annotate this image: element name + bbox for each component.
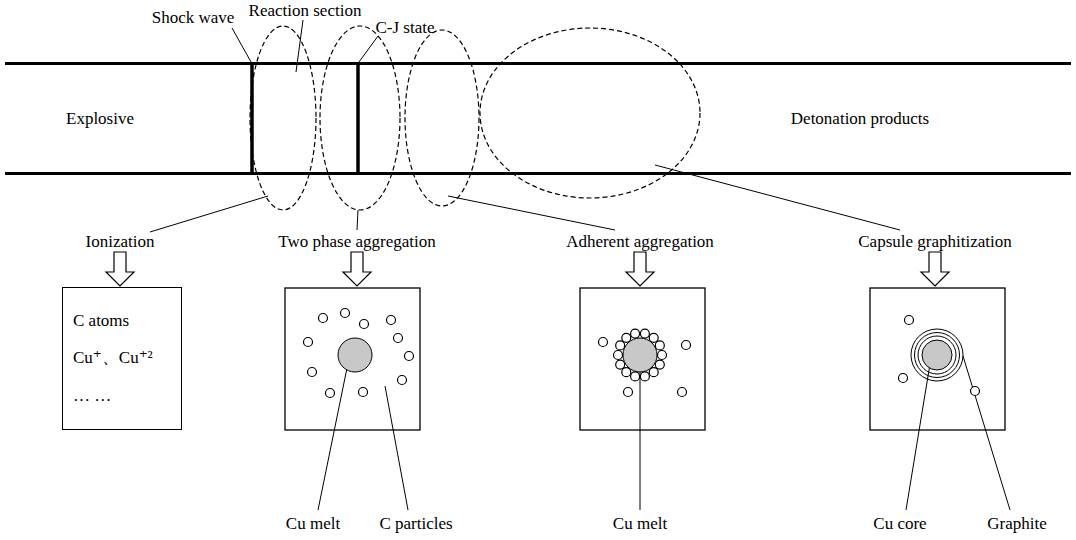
region-label: Explosive (66, 109, 134, 129)
leader-line (448, 196, 615, 230)
carbon-particle (622, 368, 631, 377)
hollow-arrow (921, 252, 949, 286)
cj-front (356, 63, 360, 174)
part-label: C-J state (375, 18, 434, 38)
hollow-arrow (626, 252, 654, 286)
graphite-shells (911, 329, 963, 381)
leader-line (318, 368, 347, 510)
cu-core (922, 340, 952, 370)
region-ellipse (405, 30, 479, 206)
carbon-particle (899, 374, 908, 383)
carbon-particle (341, 309, 350, 318)
graphite-shell (911, 329, 963, 381)
stage-box (870, 288, 1005, 430)
shock-front (250, 63, 254, 174)
graphite-shell (918, 336, 956, 374)
stage-box (285, 288, 420, 430)
explosive-tube: Explosive Detonation products (5, 62, 1071, 175)
region-label: Detonation products (791, 109, 929, 129)
carbon-particle (326, 389, 335, 398)
hollow-arrows (106, 252, 949, 286)
carbon-particle (649, 333, 658, 342)
carbon-particle (614, 351, 623, 360)
stage-label: Ionization (86, 232, 155, 252)
carbon-particle (360, 320, 369, 329)
graphite-shell (915, 333, 960, 378)
carbon-particle (682, 341, 691, 350)
carbon-particle (971, 387, 980, 396)
hollow-arrow (106, 252, 134, 286)
callout-label: C particles (379, 514, 452, 534)
leader-line (359, 36, 378, 62)
carbon-particle (398, 376, 407, 385)
carbon-particle (359, 388, 368, 397)
carbon-particle (631, 372, 640, 381)
stage-label: Capsule graphitization (858, 232, 1011, 252)
leader-line (963, 356, 1010, 510)
carbon-particle (387, 316, 396, 325)
stage-label: Adherent aggregation (566, 232, 714, 252)
callout-label: Cu melt (613, 514, 667, 534)
species-text: … … (73, 386, 171, 406)
dashed-regions (250, 26, 700, 210)
carbon-particle (304, 338, 313, 347)
carbon-particle (640, 329, 649, 338)
carbon-particle (640, 372, 649, 381)
carbon-particles (304, 309, 980, 398)
stage-label: Two phase aggregation (278, 232, 435, 252)
stage-boxes (285, 288, 1005, 430)
part-label: Shock wave (152, 8, 235, 28)
stage-box (580, 288, 705, 430)
hollow-arrow (343, 252, 371, 286)
carbon-particle (599, 338, 608, 347)
carbon-particle (649, 368, 658, 377)
carbon-particle (405, 352, 414, 361)
leader-line (385, 386, 408, 510)
leader-line (357, 210, 358, 230)
species-text: Cu⁺、Cu⁺² (73, 348, 171, 368)
carbon-particle (616, 360, 625, 369)
carbon-particle (319, 314, 328, 323)
part-label: Reaction section (249, 1, 362, 21)
leader-line (906, 364, 930, 510)
region-ellipse (320, 26, 400, 210)
ionization-box: C atomsCu⁺、Cu⁺² … … (62, 287, 182, 430)
callout-label: Cu core (873, 514, 926, 534)
callout-label: Cu melt (286, 514, 340, 534)
cu-melt-droplet (623, 338, 657, 372)
callout-label: Graphite (987, 514, 1046, 534)
region-ellipse (250, 26, 316, 210)
carbon-particle (622, 333, 631, 342)
carbon-particle (658, 351, 667, 360)
carbon-particle (655, 341, 664, 350)
carbon-particle (394, 334, 403, 343)
carbon-particle (655, 360, 664, 369)
carbon-particle (616, 341, 625, 350)
carbon-particle (631, 329, 640, 338)
carbon-particle (308, 368, 317, 377)
leader-line (640, 372, 641, 510)
cu-melt-droplet (338, 338, 372, 372)
carbon-particle (678, 388, 687, 397)
carbon-particle (905, 316, 914, 325)
species-text: C atoms (73, 311, 171, 331)
carbon-particle (624, 388, 633, 397)
leader-line (150, 196, 268, 232)
leader-lines (150, 20, 1010, 510)
leader-line (232, 28, 251, 62)
